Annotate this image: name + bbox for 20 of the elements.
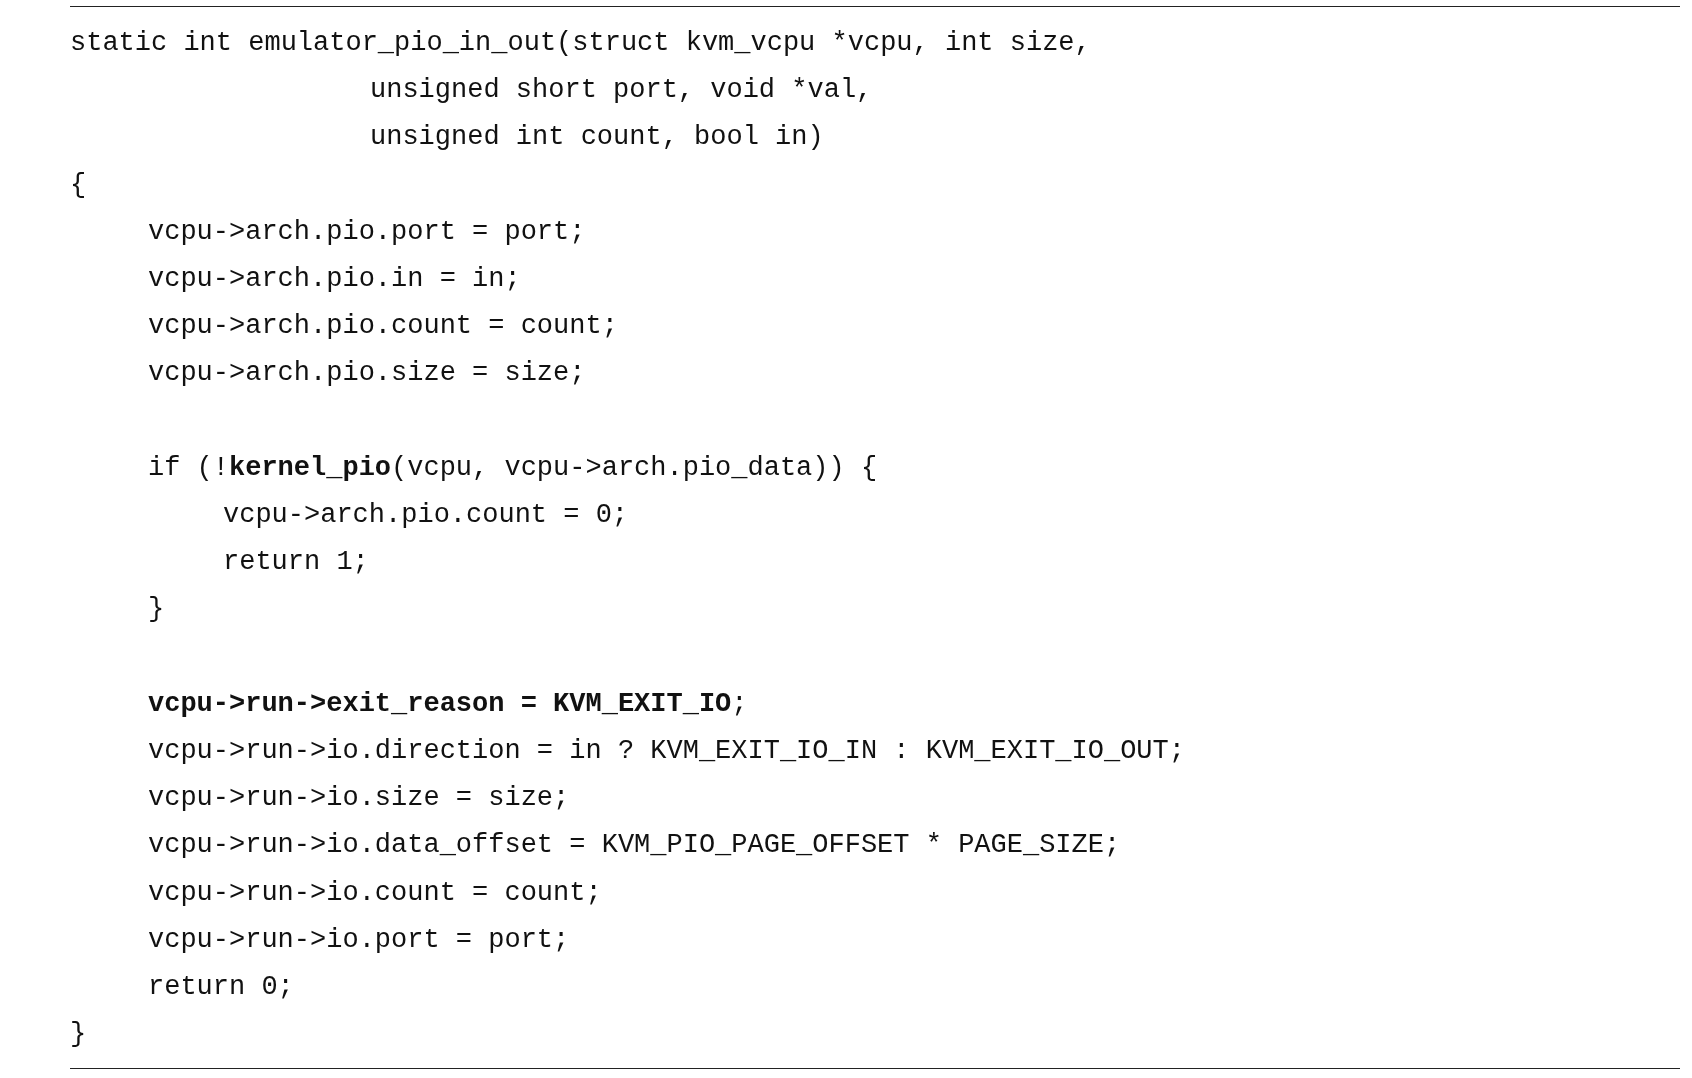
code-line: } (148, 593, 165, 627)
code-line: vcpu->run->io.data_offset = KVM_PIO_PAGE_OFFSET * PAGE_SIZE; (148, 829, 1121, 863)
code-line: static int emulator_pio_in_out(struct kvm_vcpu *vcpu, int size, (70, 27, 1091, 60)
code-line: if (!kernel_pio(vcpu, vcpu->arch.pio_data)) { (148, 451, 878, 485)
code-line: { (70, 168, 87, 202)
code-line: vcpu->run->io.direction = in ? KVM_EXIT_IO_IN : KVM_EXIT_IO_OUT; (148, 735, 1185, 768)
code-line: return 0; (148, 971, 294, 1004)
code-line: vcpu->run->io.count = count; (148, 876, 602, 910)
code-line: vcpu->run->io.size = size; (148, 782, 570, 816)
code-line: } (70, 1018, 87, 1052)
code-line: vcpu->arch.pio.count = count; (148, 310, 618, 344)
code-line: vcpu->arch.pio.size = size; (148, 357, 586, 391)
code-line: unsigned int count, bool in) (370, 121, 824, 155)
code-line: vcpu->arch.pio.count = 0; (223, 499, 629, 532)
code-line: vcpu->run->exit_reason = KVM_EXIT_IO; (148, 687, 748, 721)
code-line: vcpu->run->io.port = port; (148, 923, 570, 957)
code-line: unsigned short port, void *val, (370, 74, 873, 108)
code-line: vcpu->arch.pio.in = in; (148, 263, 521, 296)
code-line: vcpu->arch.pio.port = port; (148, 215, 586, 249)
code-line: return 1; (223, 546, 369, 580)
